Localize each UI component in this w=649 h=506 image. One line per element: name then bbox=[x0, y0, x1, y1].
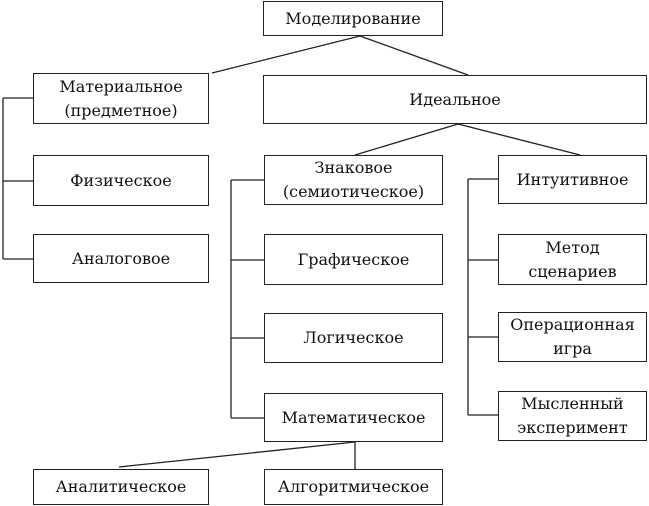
node-mathematical: Математическое bbox=[264, 393, 443, 442]
node-intuitive: Интуитивное bbox=[498, 155, 647, 204]
node-graphic: Графическое bbox=[264, 234, 443, 285]
connector-ideal-intuitive bbox=[457, 123, 581, 156]
node-thought-experiment: Мысленный эксперимент bbox=[498, 391, 647, 441]
connector-root-material bbox=[211, 35, 361, 74]
node-analog: Аналоговое bbox=[33, 234, 209, 283]
node-modeling: Моделирование bbox=[263, 1, 443, 36]
connector-root-ideal bbox=[359, 35, 469, 76]
node-material: Материальное (предметное) bbox=[33, 73, 209, 124]
node-sign: Знаковое (семиотическое) bbox=[264, 155, 443, 205]
node-analytical: Аналитическое bbox=[33, 469, 209, 505]
node-ideal: Идеальное bbox=[263, 75, 647, 124]
node-operational-game: Операционная игра bbox=[498, 312, 647, 362]
node-algorithmic: Алгоритмическое bbox=[264, 469, 443, 505]
node-scenario-method: Метод сценариев bbox=[498, 234, 647, 285]
connector-math-analytical bbox=[118, 441, 356, 468]
node-physical: Физическое bbox=[33, 155, 209, 206]
connector-ideal-sign bbox=[354, 123, 459, 156]
node-logical: Логическое bbox=[264, 313, 443, 363]
